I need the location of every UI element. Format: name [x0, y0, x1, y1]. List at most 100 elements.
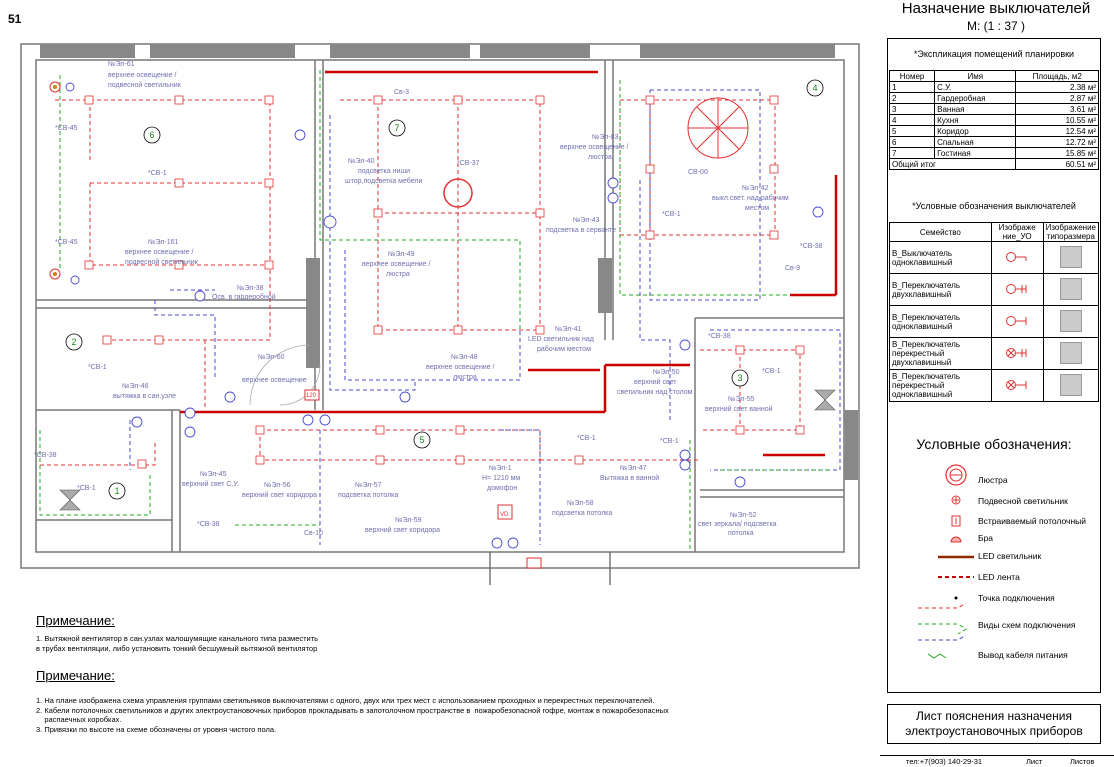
- symbol-label: Вывод кабеля питания: [978, 650, 1068, 660]
- windows: [40, 44, 858, 480]
- plan-label: светильник над столом: [617, 389, 693, 396]
- connection-point-icon: [954, 596, 958, 600]
- plan-label: люстра: [588, 154, 612, 161]
- table-row: В_Переключатель двухклавишный: [889, 273, 1100, 306]
- symbol-label: Бра: [978, 533, 994, 543]
- cell: В_Переключатель одноклавишный: [889, 305, 992, 338]
- symbol-label: Подвесной светильник: [978, 496, 1068, 506]
- plan-label: *СВ-1: [88, 364, 107, 371]
- page-number: 51: [8, 12, 22, 26]
- plan-label: №Эл-48: [451, 354, 478, 361]
- cell: 2.38 м²: [1015, 81, 1099, 93]
- cell: Ванная: [934, 103, 1017, 115]
- title-block-line: Лист пояснения назначения: [916, 709, 1072, 723]
- plan-label: LED светильник над: [528, 336, 594, 343]
- cell: Спальная: [934, 136, 1017, 148]
- scale-label: М: (1 : 37 ): [966, 19, 1025, 33]
- room-markers: [65, 79, 824, 500]
- plan-label: №Эл-1: [489, 465, 512, 472]
- plan-label: Св-10: [304, 530, 323, 537]
- recessed-lights: [84, 95, 805, 469]
- plan-label: свет зеркала/ подсветка: [698, 521, 777, 528]
- cell: 7: [888, 147, 936, 159]
- plan-label: подсветка потолка: [338, 492, 398, 499]
- plan-label: подсветка ниши: [358, 168, 410, 175]
- plan-label: №Эл-50: [653, 369, 680, 376]
- wiring-types-icon: [918, 602, 967, 659]
- sheet-label: Лист: [1026, 757, 1043, 766]
- cell: В_Переключатель перекрестный двухклавишн…: [889, 337, 992, 370]
- table-row: В_Выключатель одноклавишный: [889, 241, 1100, 274]
- plan-label: *СВ-38: [800, 243, 823, 250]
- plan-label: *СВ-1: [660, 438, 679, 445]
- cell: Коридор: [934, 125, 1017, 137]
- plan-label: №Эл-42: [742, 185, 769, 192]
- cell: Общий итог: [888, 158, 1016, 170]
- plan-label: №Эл-43: [573, 217, 600, 224]
- plan-label: верхний свет С.У.: [182, 480, 239, 488]
- single-switch-icon: [990, 241, 1044, 274]
- room-number: 1: [114, 486, 119, 496]
- cell: 2: [888, 92, 936, 104]
- note-title: Примечание:: [36, 668, 115, 683]
- cell: С.У.: [934, 81, 1017, 93]
- pendant-lamp-icon: [951, 495, 961, 505]
- column-header: Имя: [934, 70, 1017, 82]
- page-title: Назначение выключателей: [901, 0, 1091, 17]
- cell: Кухня: [934, 114, 1017, 126]
- plan-label: верхнее освещение: [242, 377, 307, 384]
- table-row: В_Переключатель одноклавишный: [889, 305, 1100, 338]
- cell: 12.72 м²: [1015, 136, 1099, 148]
- plan-label: Н= 1210 мм: [482, 475, 520, 482]
- plan-label: *СВ-1: [577, 435, 596, 442]
- symbol-label: LED светильник: [978, 551, 1042, 561]
- plan-label: №Эл-40: [348, 158, 375, 165]
- phone-number: тел:+7(903) 140-29-31: [906, 757, 983, 766]
- intercom-box: [497, 504, 513, 520]
- switch-image-icon: [1042, 305, 1100, 338]
- plan-label: верхний свет ванной: [705, 405, 773, 413]
- plan-label: №Эл-60: [258, 354, 285, 361]
- plan-label: №Эл-38: [237, 285, 264, 292]
- cell: 3.61 м²: [1015, 103, 1099, 115]
- cell: 12.54 м²: [1015, 125, 1099, 137]
- switch-image-icon: [1042, 241, 1100, 274]
- chandelier-icon: [443, 97, 749, 208]
- fan-icon: [59, 389, 836, 511]
- plan-label: *СВ-38: [34, 452, 57, 459]
- plan-label: рабочим местом: [537, 345, 591, 353]
- entrance-panel: [526, 557, 542, 569]
- power-outlet: [304, 389, 320, 401]
- plan-label: №Эл-57: [355, 482, 382, 489]
- symbol-label: Точка подключения: [978, 593, 1055, 603]
- plan-label: *СВ-1: [662, 211, 681, 218]
- title-block-line: электроустановочных приборов: [905, 724, 1083, 738]
- cross-single-icon: [990, 369, 1044, 402]
- plan-label: верхнее освещение /: [426, 364, 495, 371]
- plan-label: местом: [745, 205, 769, 212]
- room-number: 4: [812, 83, 817, 93]
- column-header: Номер: [888, 70, 936, 82]
- cell: 60.51 м²: [1015, 158, 1099, 170]
- note-text: 1. Вытяжной вентилятор в сан.узлах малош…: [36, 634, 319, 653]
- cell: 15.85 м²: [1015, 147, 1099, 159]
- title-block: Лист пояснения назначения электроустанов…: [887, 704, 1101, 744]
- symbol-label: LED лента: [978, 572, 1020, 582]
- cell: В_Выключатель одноклавишный: [889, 241, 992, 274]
- plan-label: *СВ-38: [708, 333, 731, 340]
- column-header: Семейство: [889, 222, 992, 242]
- plan-label: VD: [500, 512, 509, 518]
- note-title: Примечание:: [36, 613, 115, 628]
- cell: В_Переключатель перекрестный одноклавишн…: [889, 369, 992, 402]
- plan-label: верхнее освещение /: [125, 249, 194, 256]
- plan-label: верхнее освещение /: [362, 261, 431, 268]
- plan-label: верхнее освещение /: [108, 72, 177, 79]
- cell: 1: [888, 81, 936, 93]
- switch-legend-table: Семейство Изображе ние_УО Изображение ти…: [889, 222, 1100, 402]
- plan-label: №Эл-49: [388, 251, 415, 258]
